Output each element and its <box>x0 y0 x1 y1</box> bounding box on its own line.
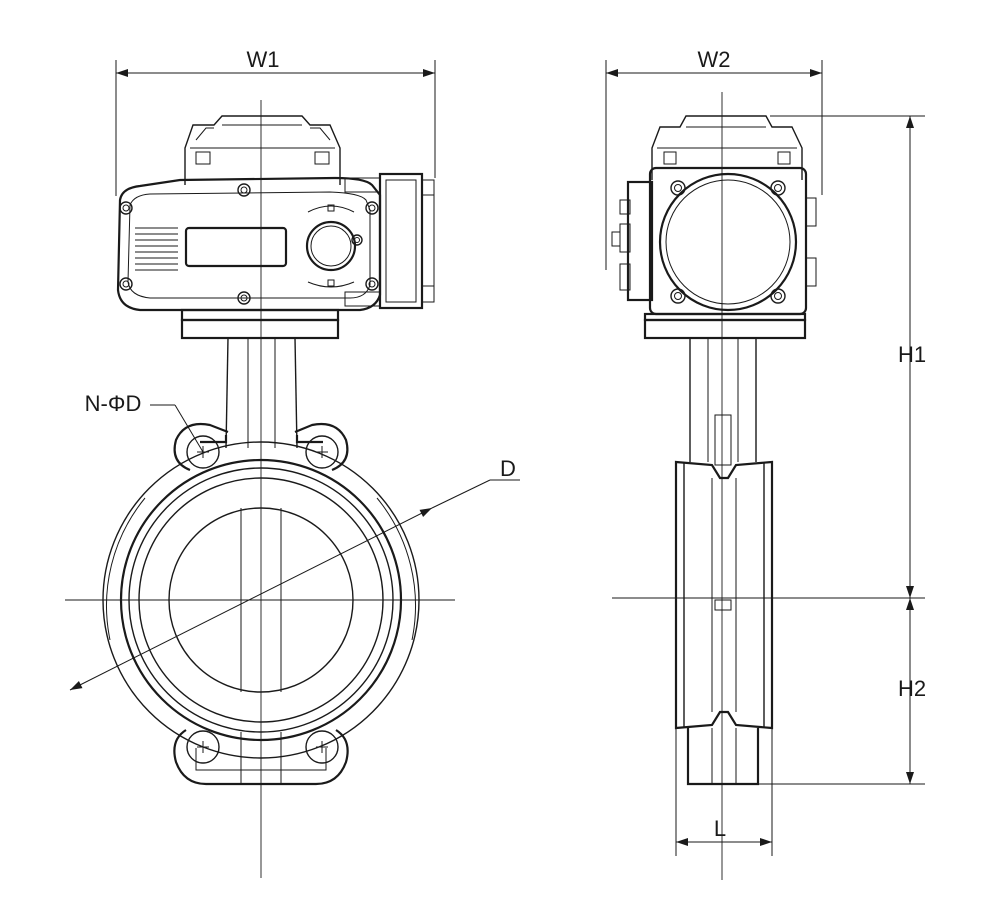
front-diameter-leader <box>69 479 520 691</box>
h1-label: H1 <box>898 342 926 367</box>
side-actuator-body <box>611 166 817 316</box>
front-bolt-hole-leader <box>150 404 204 453</box>
front-actuator-body <box>116 176 382 312</box>
front-actuator-side-block <box>344 172 435 310</box>
h2-label: H2 <box>898 676 926 701</box>
side-mounting-flange <box>643 312 807 340</box>
side-neck <box>689 338 757 466</box>
front-actuator-top-cap <box>184 115 341 185</box>
l-label: L <box>714 816 726 841</box>
front-display-window <box>184 226 288 268</box>
front-top-lugs <box>173 422 349 472</box>
n-phi-d-label: N-ΦD <box>85 391 142 416</box>
w2-label: W2 <box>698 47 731 72</box>
side-center-lines <box>612 92 925 880</box>
front-handwheel-knob <box>305 220 357 272</box>
w1-label: W1 <box>247 47 280 72</box>
side-actuator-top-cap <box>651 115 803 180</box>
w2-dimension <box>605 60 823 270</box>
w1-dimension <box>115 60 436 196</box>
side-valve-body <box>674 460 774 786</box>
h1-dimension <box>770 115 925 598</box>
h2-dimension <box>758 598 925 785</box>
side-view <box>611 92 925 880</box>
front-vent-grille <box>135 227 178 271</box>
front-center-lines <box>65 100 455 878</box>
side-cover-circle <box>658 172 798 312</box>
front-mounting-flange <box>180 308 340 340</box>
l-dimension <box>675 728 773 856</box>
front-view <box>65 100 520 878</box>
d-label: D <box>500 456 516 481</box>
front-neck <box>225 337 298 449</box>
front-body-screws <box>119 183 379 305</box>
